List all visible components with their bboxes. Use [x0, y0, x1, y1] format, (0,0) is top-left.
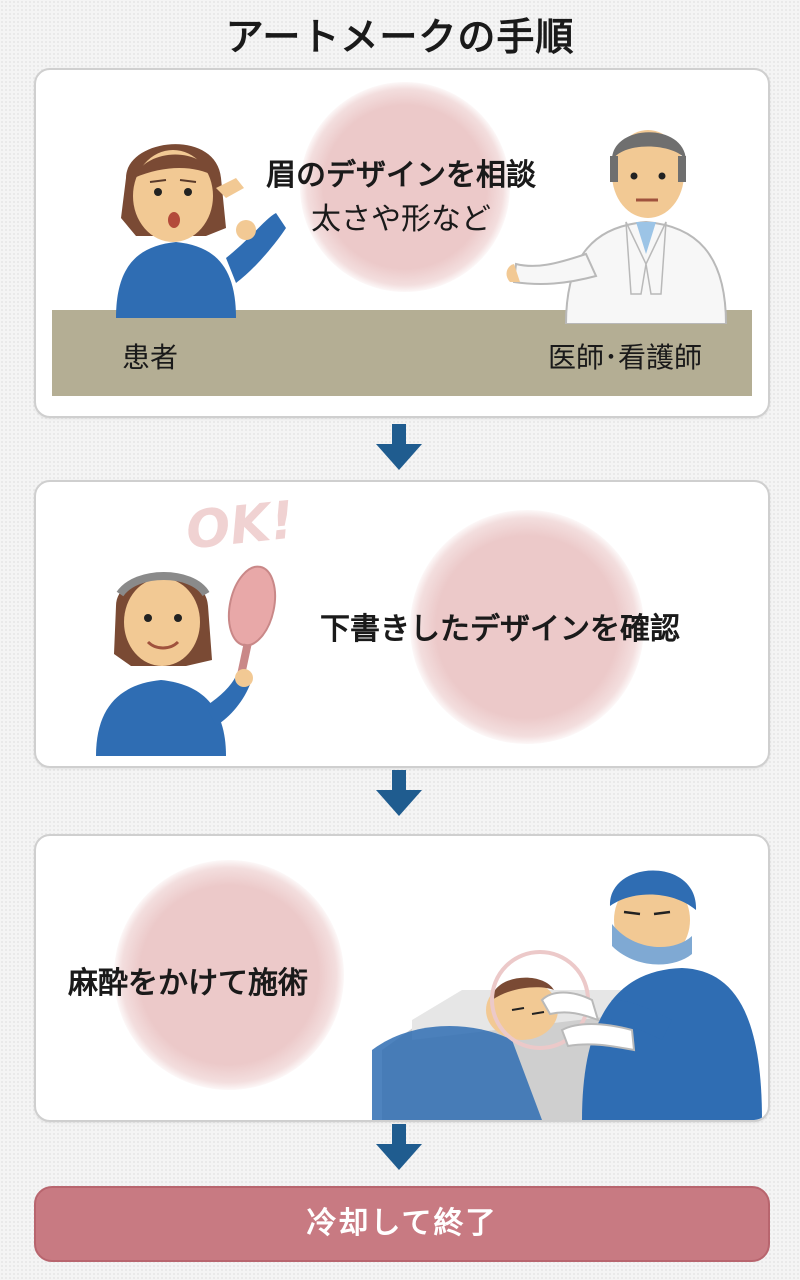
patient-woman-illustration — [116, 144, 286, 318]
step-1-heading: 眉のデザインを相談 — [266, 158, 536, 193]
step-3-heading: 麻酔をかけて施術 — [68, 966, 308, 1001]
label-doctor-nurse: 医師･看護師 — [548, 341, 703, 374]
doctor-illustration — [506, 130, 728, 324]
label-patient: 患者 — [122, 341, 179, 374]
step-3-panel: 麻酔をかけて施術 — [34, 834, 770, 1122]
page-title: アートメークの手順 — [225, 15, 575, 59]
highlight-circle — [410, 510, 644, 744]
step-1-subheading: 太さや形など — [311, 202, 491, 237]
counter-band — [52, 310, 752, 396]
down-arrow-icon — [376, 424, 422, 470]
final-step-box: 冷却して終了 — [34, 1186, 770, 1262]
step-1-panel: 眉のデザインを相談 太さや形など 患者 医師･看護師 — [34, 68, 770, 418]
highlight-circle — [300, 82, 510, 292]
down-arrow-icon — [376, 1124, 422, 1170]
procedure-illustration — [372, 870, 762, 1120]
step-2-panel: OK! 下書きしたデザインを確認 — [34, 480, 770, 768]
down-arrow-icon — [376, 770, 422, 816]
step-2-heading: 下書きしたデザインを確認 — [320, 612, 680, 647]
highlight-circle — [114, 860, 344, 1090]
woman-with-mirror-illustration — [96, 565, 277, 756]
